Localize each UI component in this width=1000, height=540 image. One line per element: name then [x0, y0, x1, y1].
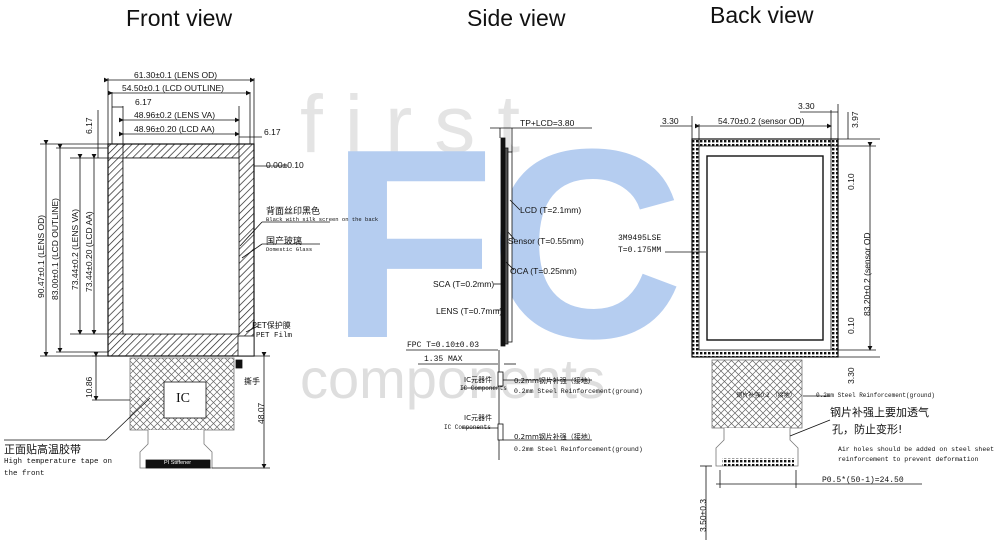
side-max: 1.35 MAX: [424, 355, 463, 364]
back-dim-010-b: 0.10: [846, 317, 856, 334]
back-steel-en: 0.2mm Steel Reinforcement(ground): [816, 392, 935, 399]
front-v-lens-od: 90.47±0.1 (LENS OD): [36, 214, 46, 298]
front-gap-dim: 0.00±0.10: [266, 160, 304, 170]
side-steel2-cn: 0.2mm钢片补强（接地）: [514, 433, 595, 441]
front-tape-label-en-1: High temperature tape on: [4, 458, 113, 466]
side-tp-lcd: TP+LCD=3.80: [520, 118, 575, 128]
front-ic-label: IC: [176, 391, 190, 406]
front-silk-label-cn: 背面丝印黑色: [266, 207, 321, 217]
side-steel2-en: 0.2mm Steel Reinforcement(ground): [514, 446, 643, 453]
back-air-cn-2: 孔，防止变形!: [832, 423, 903, 436]
front-silk-label-en: Black with silk screen on the back: [266, 216, 379, 223]
front-tape-label-cn: 正面贴高温胶带: [4, 443, 81, 456]
front-lens-od-dim: 61.30±0.1 (LENS OD): [134, 70, 218, 80]
back-dim-330-top: 3.30: [798, 101, 815, 111]
side-lens: LENS (T=0.7mm): [436, 306, 503, 316]
front-handle-label: 撕手: [244, 377, 260, 386]
back-air-en-1: Air holes should be added on steel sheet: [838, 446, 995, 453]
front-dim-1086: 10.86: [84, 376, 94, 398]
front-lcd-outline-dim: 54.50±0.1 (LCD OUTLINE): [122, 83, 224, 93]
front-glass-label-en: Domestic Glass: [266, 246, 313, 253]
back-steel-label: 钢片补强0.2 （接地）: [736, 392, 796, 399]
back-air-en-2: reinforcement to prevent deformation: [838, 456, 979, 463]
back-dim-330-left: 3.30: [662, 116, 679, 126]
front-v-lcd-outline: 83.00±0.1 (LCD OUTLINE): [50, 198, 60, 300]
front-lens-va-dim: 48.96±0.2 (LENS VA): [134, 110, 216, 120]
side-lcd: LCD (T=2.1mm): [520, 205, 582, 215]
back-dim-330-r: 3.30: [846, 367, 856, 384]
front-view-title: Front view: [126, 5, 233, 31]
front-view-drawing: [4, 77, 330, 469]
side-sensor: Sensor (T=0.55mm): [508, 236, 584, 246]
side-oca: OCA (T=0.25mm): [510, 266, 577, 276]
front-dim-617-a: 6.17: [135, 97, 152, 107]
back-dim-010-a: 0.10: [846, 173, 856, 190]
back-view-drawing: [660, 104, 922, 540]
front-pet-label-cn: PET保护膜: [252, 321, 291, 330]
side-steel1-en: 0.2mm Steel Reinforcement(ground): [514, 388, 643, 395]
side-ic2-en: IC Components: [444, 424, 491, 431]
front-dim-4807: 48.07: [256, 402, 266, 424]
front-lcd-aa-dim: 48.96±0.20 (LCD AA): [134, 124, 215, 134]
back-sensor-od: 54.70±0.2 (sensor OD): [718, 116, 805, 126]
back-dim-397: 3.97: [850, 111, 860, 128]
back-model: 3M9495LSE: [618, 234, 662, 243]
back-v-sensor-od: 83.20±0.2 (sensor OD: [862, 232, 872, 316]
front-v-lens-va: 73.44±0.2 (LENS VA): [70, 208, 80, 290]
side-view-drawing: [406, 127, 592, 460]
back-pitch: P0.5*(50-1)=24.50: [822, 476, 904, 485]
side-ic1-en: IC Components: [460, 385, 507, 392]
front-tape-label-en-2: the front: [4, 470, 45, 478]
front-glass-label-cn: 国产玻璃: [266, 237, 303, 247]
back-model-t: T=0.175MM: [618, 246, 662, 255]
back-air-cn-1: 钢片补强上要加透气: [830, 406, 929, 419]
side-ic2-cn: IC元器件: [464, 414, 492, 422]
front-pet-label-en: PET Film: [256, 332, 293, 340]
side-steel1-cn: 0.2mm钢片补强（接地）: [514, 377, 595, 385]
front-stiffener-label: PI Stiffener: [164, 460, 192, 466]
side-ic1-cn: IC元器件: [464, 376, 492, 384]
front-dim-617-c: 6.17: [84, 117, 94, 134]
front-dim-617-b: 6.17: [264, 127, 281, 137]
side-fpc: FPC T=0.10±0.03: [407, 341, 480, 350]
front-v-lcd-aa: 73.44±0.20 (LCD AA): [84, 211, 94, 292]
back-view-title: Back view: [710, 2, 814, 28]
side-sca: SCA (T=0.2mm): [433, 279, 495, 289]
back-dim-350: 3.50±0.3: [698, 498, 708, 532]
side-view-title: Side view: [467, 5, 566, 31]
